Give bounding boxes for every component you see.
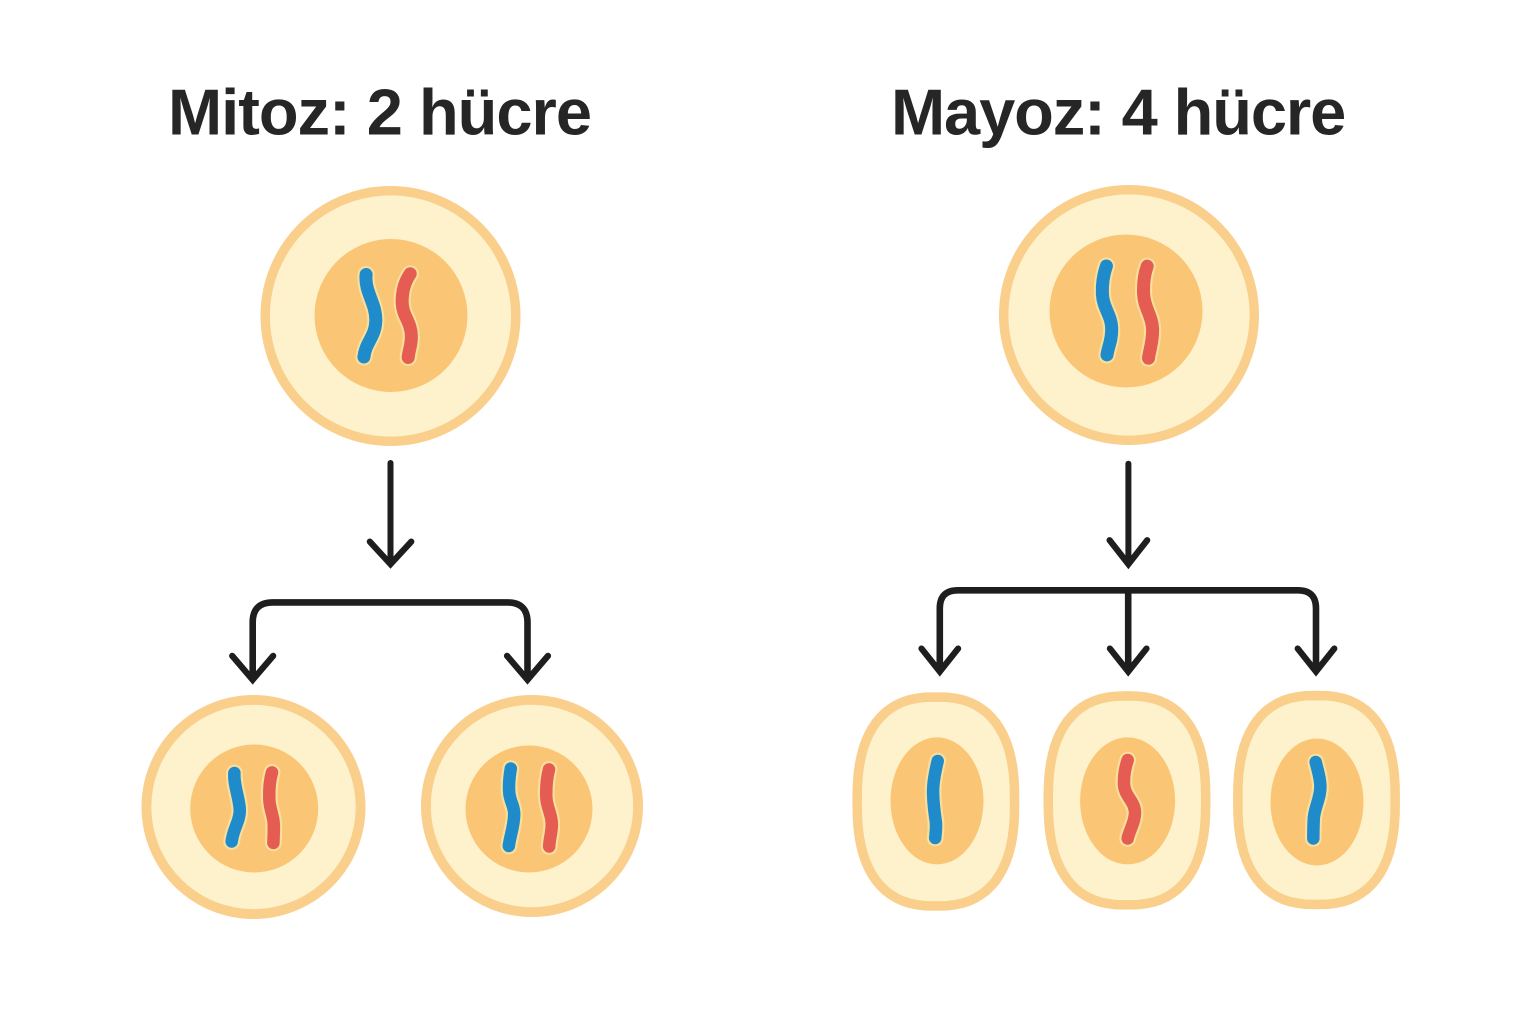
svg-text:Mitoz: 2 hücre: Mitoz: 2 hücre (168, 76, 591, 149)
svg-text:Mayoz: 4 hücre: Mayoz: 4 hücre (891, 76, 1345, 149)
